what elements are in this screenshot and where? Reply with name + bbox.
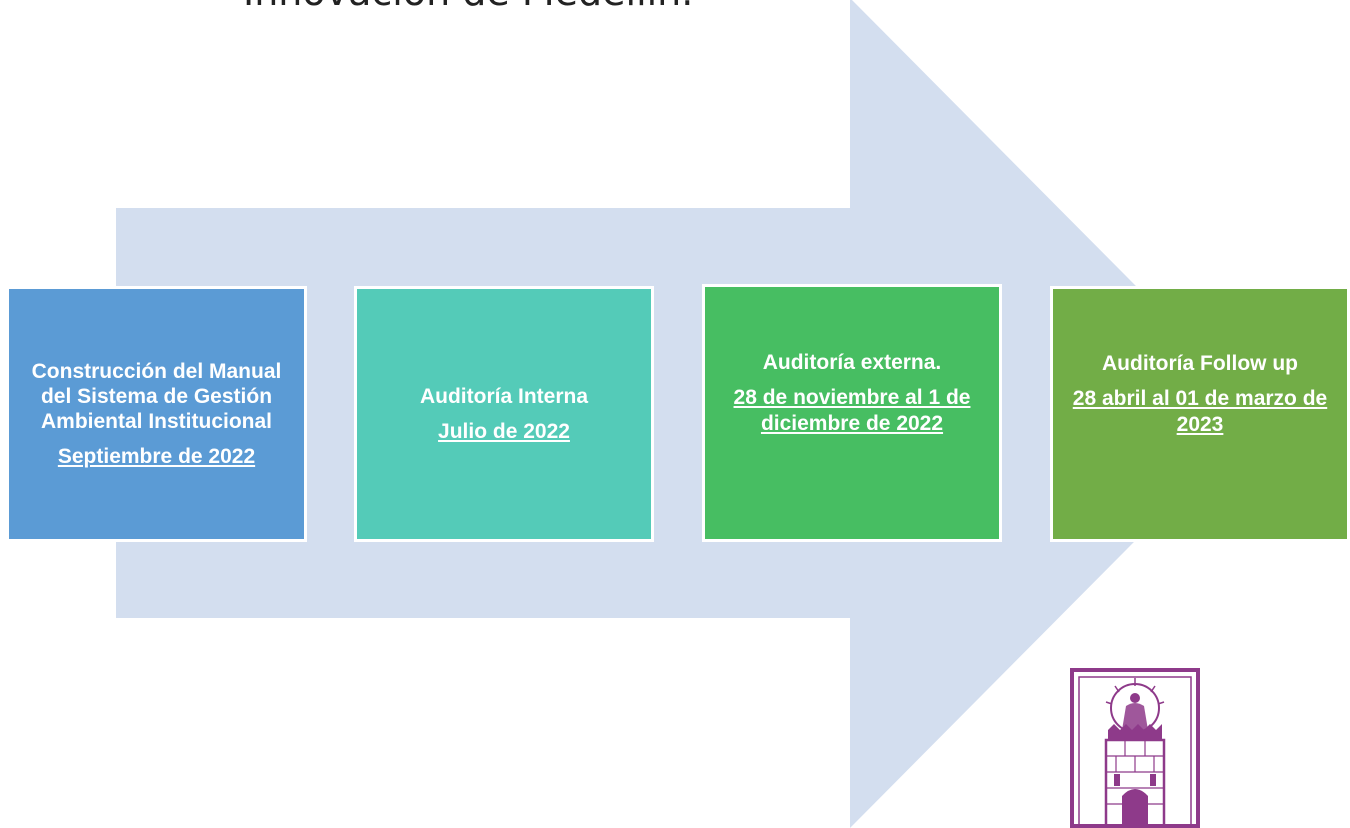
step-manual-construction: Construcción del Manual del Sistema de G… [6, 286, 307, 542]
page-title: Innovación de Medellín. [243, 0, 693, 16]
step-label: Auditoría Interna [419, 384, 588, 408]
step-date: Julio de 2022 [438, 420, 570, 443]
step-follow-up-audit: Auditoría Follow up 28 abril al 01 de ma… [1050, 286, 1350, 542]
step-label: Auditoría externa. [762, 351, 942, 375]
step-external-audit: Auditoría externa. 28 de noviembre al 1 … [702, 284, 1002, 542]
step-date: 28 de noviembre al 1 de diciembre de 202… [733, 386, 971, 435]
medellin-coat-of-arms-icon [1070, 668, 1200, 828]
step-date: 28 abril al 01 de marzo de 2023 [1072, 387, 1328, 436]
step-internal-audit: Auditoría Interna Julio de 2022 [354, 286, 654, 542]
step-label: Auditoría Follow up [1102, 352, 1298, 376]
step-label: Construcción del Manual del Sistema de G… [31, 359, 282, 433]
step-date: Septiembre de 2022 [57, 445, 256, 469]
